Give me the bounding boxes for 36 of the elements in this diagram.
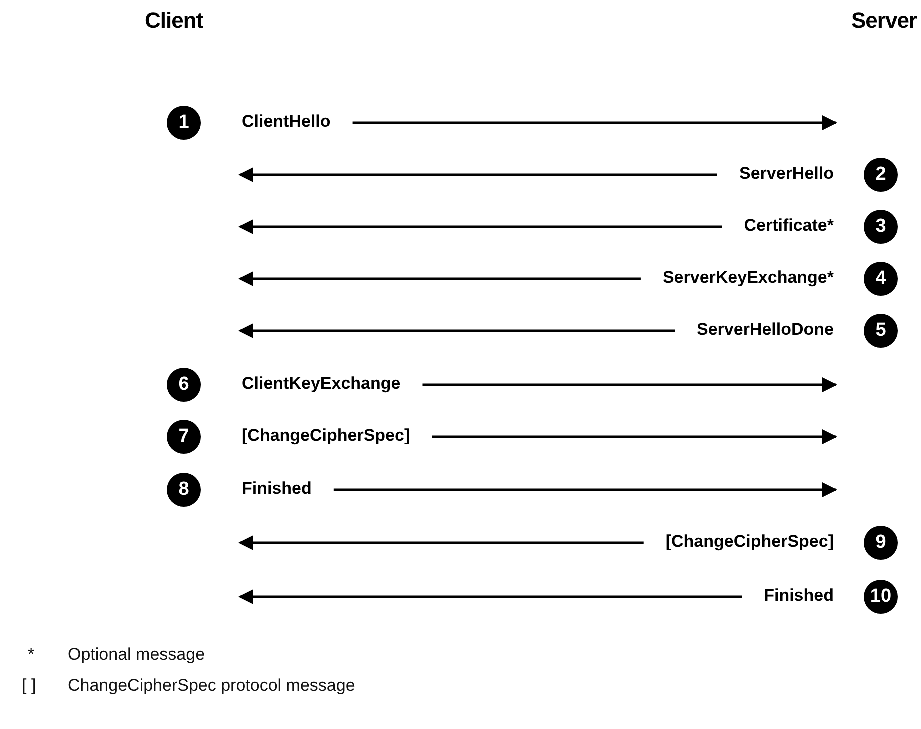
message-label: ClientHello	[242, 111, 331, 133]
message-label: ServerHelloDone	[697, 319, 834, 341]
message-label: [ChangeCipherSpec]	[242, 425, 410, 447]
step-number: 6	[167, 368, 201, 402]
step-number: 9	[864, 526, 898, 560]
step-number: 2	[864, 158, 898, 192]
step-number: 10	[864, 580, 898, 614]
message-label: Finished	[242, 478, 312, 500]
step-number: 4	[864, 262, 898, 296]
message-arrow	[432, 430, 838, 444]
message-label: [ChangeCipherSpec]	[666, 531, 834, 553]
message-label: ServerKeyExchange*	[662, 267, 834, 289]
message-arrow	[422, 378, 838, 392]
message-label: Certificate*	[744, 215, 834, 237]
participant-heading: Server	[851, 8, 917, 34]
step-number: 1	[167, 106, 201, 140]
message-label: Finished	[764, 585, 834, 607]
message-label: ClientKeyExchange	[242, 373, 401, 395]
legend-text: Optional message	[68, 645, 206, 665]
message-arrow	[238, 168, 718, 182]
message-arrow	[238, 536, 644, 550]
message-label: ServerHello	[740, 163, 834, 185]
step-number: 7	[167, 420, 201, 454]
legend-text: ChangeCipherSpec protocol message	[68, 676, 356, 696]
step-number: 3	[864, 210, 898, 244]
message-arrow	[238, 220, 722, 234]
participant-heading: Client	[145, 8, 204, 34]
message-arrow	[334, 482, 838, 498]
message-arrow	[238, 272, 641, 286]
step-number: 5	[864, 314, 898, 348]
step-number: 8	[167, 473, 201, 507]
legend-symbol: *	[28, 645, 35, 665]
message-arrow	[352, 116, 838, 130]
legend-symbol: [ ]	[22, 676, 36, 696]
message-arrow	[238, 324, 675, 338]
message-arrow	[238, 590, 742, 604]
